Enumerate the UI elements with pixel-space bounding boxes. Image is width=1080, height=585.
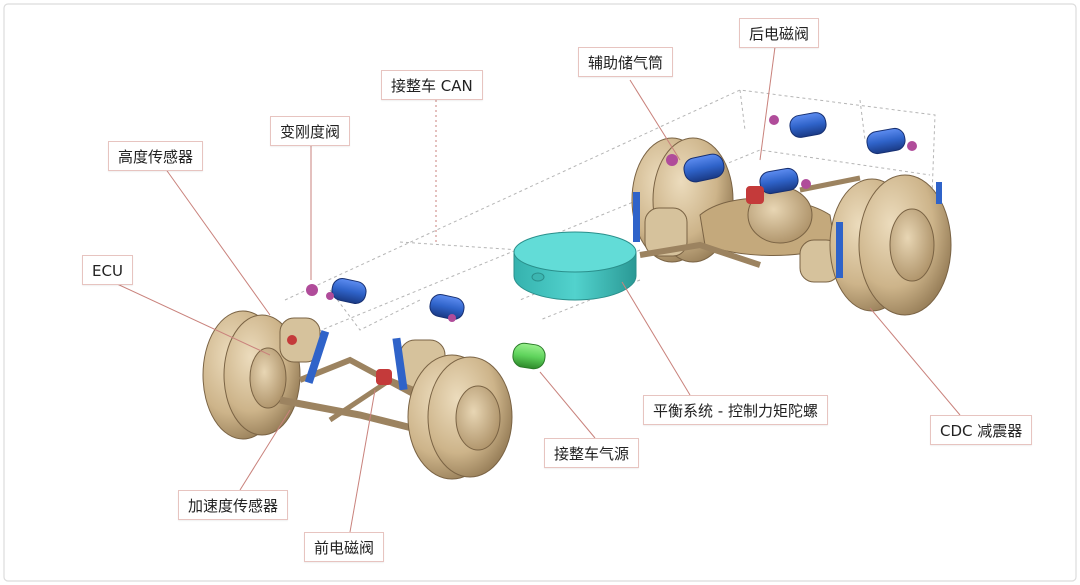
gyro-disk xyxy=(513,231,637,301)
front-cdc-dampers xyxy=(304,330,408,391)
label-vehicle-can: 接整车 CAN xyxy=(381,70,483,100)
frame-border xyxy=(3,3,1077,582)
label-balance-system: 平衡系统 - 控制力矩陀螺 xyxy=(643,395,828,425)
rear-cdc-dampers xyxy=(633,182,942,278)
front-air-tanks xyxy=(331,278,465,320)
label-ecu: ECU xyxy=(82,255,133,285)
rear-valves xyxy=(666,115,917,204)
label-stiffness-valve: 变刚度阀 xyxy=(270,116,351,146)
front-valves xyxy=(287,284,456,385)
label-cdc-damper: CDC 减震器 xyxy=(930,415,1033,445)
label-vehicle-air-source: 接整车气源 xyxy=(544,438,640,468)
rear-axle-assembly xyxy=(631,137,952,316)
label-accel-sensor: 加速度传感器 xyxy=(178,490,289,520)
label-height-sensor: 高度传感器 xyxy=(108,141,204,171)
label-rear-solenoid: 后电磁阀 xyxy=(739,18,820,48)
label-front-solenoid: 前电磁阀 xyxy=(304,532,385,562)
vehicle-air-source-tank xyxy=(512,342,546,370)
label-aux-air-tank: 辅助储气筒 xyxy=(578,47,674,77)
leader-lines xyxy=(114,46,961,533)
rear-air-tanks xyxy=(683,112,906,195)
front-axle-assembly xyxy=(202,310,513,480)
